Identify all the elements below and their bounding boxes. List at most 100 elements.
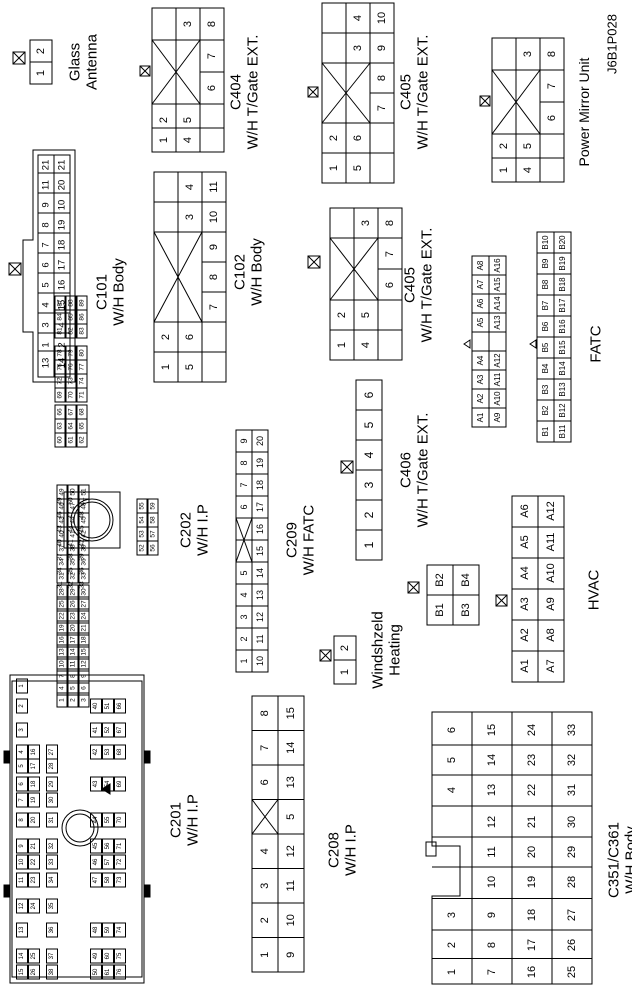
- c201-pin: [102, 922, 114, 938]
- c201-pin: [114, 948, 126, 964]
- pin-label-21: 21: [41, 160, 52, 171]
- pin-label-22: 22: [526, 784, 538, 796]
- key-box: [319, 649, 332, 662]
- key-cross-icon: [407, 581, 420, 594]
- connector-body: [491, 37, 565, 183]
- pin-label-2: 2: [70, 698, 77, 702]
- c201-pin: [46, 838, 58, 854]
- pin-label-26: 26: [70, 600, 77, 608]
- pin-label-8: 8: [259, 710, 271, 716]
- pin-label-41: 41: [70, 530, 77, 538]
- pin-label-B1: B1: [541, 426, 550, 436]
- pin-label-8: 8: [239, 460, 249, 465]
- pin-label-8: 8: [486, 942, 498, 948]
- pin-label-77: 77: [79, 363, 86, 371]
- key-box: [491, 69, 541, 135]
- pin-label-8: 8: [206, 21, 218, 27]
- pin-label-88: 88: [68, 299, 75, 307]
- pin-label-42: 42: [79, 539, 86, 547]
- latch-icon: [3, 750, 11, 764]
- key-cross-icon: [321, 62, 371, 124]
- c201-pin: [28, 854, 40, 870]
- c202-pin: [78, 680, 90, 696]
- pin-label-45: 45: [79, 525, 86, 533]
- c201-pin: [16, 812, 28, 828]
- c201-pin: [16, 698, 28, 714]
- pin-label-49: 49: [57, 497, 64, 505]
- pin-label-33: 33: [49, 858, 55, 865]
- pin-label-1: 1: [339, 669, 351, 675]
- c201-pin: [16, 744, 28, 760]
- connector-title: C102: [232, 254, 249, 290]
- pin-label-37: 37: [57, 553, 64, 561]
- pin-label-41: 41: [68, 539, 75, 547]
- key-diag: [491, 69, 541, 135]
- pin-label-10: 10: [208, 211, 220, 223]
- pin-label-85: 85: [68, 313, 75, 321]
- pin-label-71: 71: [79, 391, 86, 399]
- pin-label-8: 8: [546, 51, 558, 57]
- pin-label-4: 4: [57, 322, 68, 327]
- pin-label-15: 15: [255, 546, 265, 556]
- latch-icon: [143, 884, 151, 898]
- pin-label-A10: A10: [545, 563, 557, 583]
- pin-label-84: 84: [57, 313, 64, 321]
- pin-label-B20: B20: [558, 235, 567, 250]
- pin-label-76: 76: [117, 968, 123, 975]
- c201-pin: [114, 722, 126, 738]
- connector-title: W/H T/Gate EXT.: [245, 35, 262, 150]
- c202-pin: [67, 584, 79, 600]
- c202-pin: [56, 632, 68, 648]
- pin-label-10: 10: [285, 914, 297, 926]
- pin-label-26: 26: [31, 968, 37, 975]
- pin-label-A16: A16: [493, 258, 502, 273]
- pin-label-B12: B12: [558, 403, 567, 418]
- connector-title: C406: [398, 452, 415, 488]
- pin-label-59: 59: [105, 926, 111, 933]
- pin-label-32: 32: [566, 754, 578, 766]
- pin-label-53: 53: [105, 748, 111, 755]
- pin-label-65: 65: [79, 422, 86, 430]
- connector-title: W/H Body: [249, 238, 266, 306]
- pin-label-11: 11: [285, 880, 297, 891]
- pin-label-7: 7: [19, 798, 25, 802]
- pin-label-66: 66: [57, 408, 64, 416]
- key-cross-icon: [12, 51, 26, 65]
- pin-label-52: 52: [139, 544, 146, 552]
- pin-label-B1: B1: [434, 603, 446, 616]
- pin-label-B4: B4: [460, 573, 472, 586]
- pin-label-4: 4: [522, 167, 534, 173]
- pin-label-12: 12: [19, 902, 25, 909]
- pin-label-7: 7: [41, 242, 52, 247]
- pin-label-17: 17: [526, 939, 538, 951]
- c201-pin: [28, 872, 40, 888]
- pin-label-14: 14: [285, 742, 297, 754]
- pin-label-A12: A12: [493, 353, 502, 368]
- c201-pin: [46, 812, 58, 828]
- pin-label-A2: A2: [476, 393, 485, 403]
- c202-pin: [78, 484, 90, 500]
- pin-label-74: 74: [79, 377, 86, 385]
- pin-label-18: 18: [81, 636, 88, 644]
- c202-pin: [67, 656, 79, 672]
- pin-label-19: 19: [57, 220, 68, 231]
- pin-label-8: 8: [41, 222, 52, 227]
- c201-pin: [46, 744, 58, 760]
- c201-pin: [16, 678, 28, 694]
- c201-pin: [46, 776, 58, 792]
- pin-label-59: 59: [150, 502, 157, 510]
- pin-label-25: 25: [59, 600, 66, 608]
- pin-label-16: 16: [31, 748, 37, 755]
- pin-label-2: 2: [362, 511, 376, 518]
- key-cross-icon: [153, 231, 203, 323]
- connector-title: C404: [228, 74, 245, 110]
- c202-pin: [56, 656, 68, 672]
- key-box: [407, 581, 420, 594]
- pin-label-41: 41: [93, 726, 99, 733]
- pin-label-81: 81: [57, 327, 64, 335]
- c202-pin: [78, 584, 90, 600]
- pin-label-5: 5: [446, 757, 458, 763]
- pin-label-58: 58: [105, 876, 111, 883]
- pin-label-8: 8: [208, 274, 220, 280]
- pin-label-B11: B11: [558, 424, 567, 438]
